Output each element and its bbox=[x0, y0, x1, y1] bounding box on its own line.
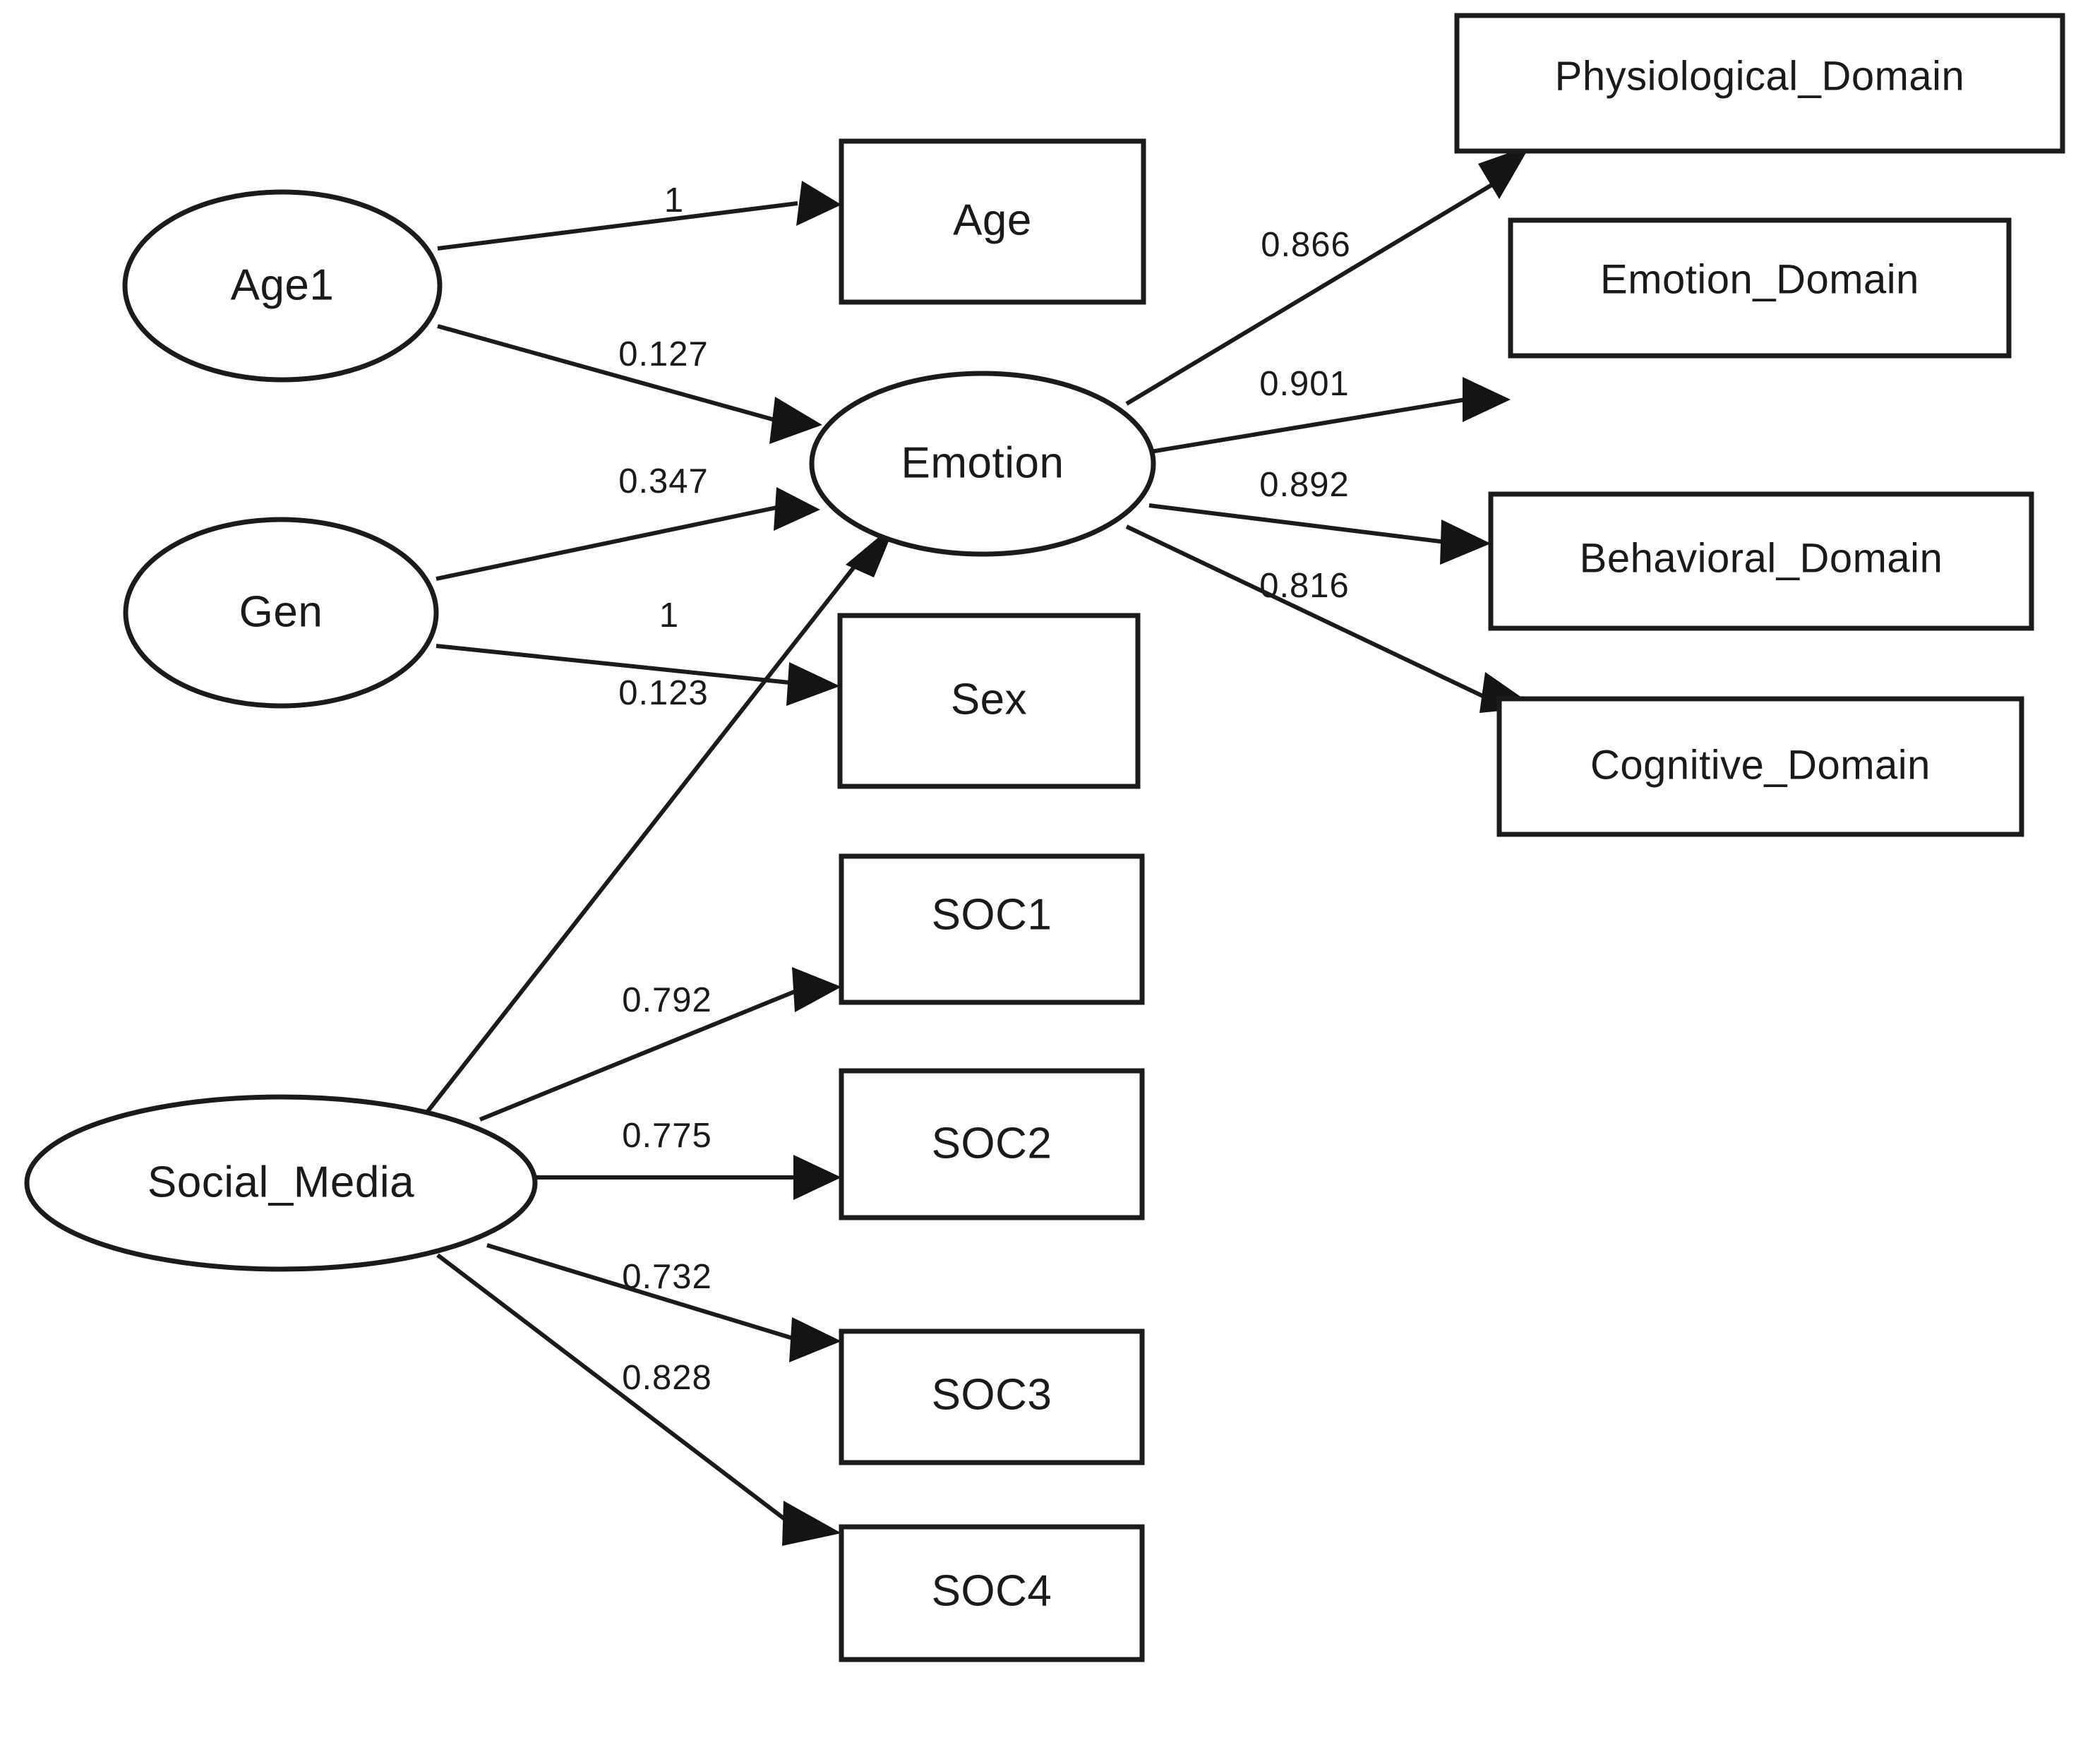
arrow-head bbox=[1463, 377, 1511, 422]
path-label-age1-to-emotion: 0.127 bbox=[618, 335, 709, 373]
age-label: Age bbox=[953, 196, 1032, 244]
path-label-socialmedia-to-soc1: 0.792 bbox=[622, 981, 712, 1019]
path-gen-to-emotion bbox=[436, 487, 820, 581]
path-label-gen-to-emotion: 0.347 bbox=[618, 462, 709, 500]
soc4-label: SOC4 bbox=[932, 1566, 1052, 1615]
soc1-label: SOC1 bbox=[932, 890, 1052, 939]
path-emotion-to-behavioral bbox=[1148, 503, 1491, 565]
node-soc2[interactable]: SOC2 bbox=[839, 1068, 1145, 1220]
path-socialmedia-to-soc3 bbox=[486, 1243, 841, 1362]
path-emotion-to-cognitive bbox=[1125, 524, 1536, 713]
soc2-box[interactable] bbox=[839, 1068, 1145, 1220]
path-label-emotion-to-behavioral: 0.892 bbox=[1259, 466, 1350, 504]
arrow-head bbox=[796, 181, 841, 226]
soc2-label: SOC2 bbox=[932, 1119, 1052, 1168]
node-emotion[interactable]: Emotion bbox=[809, 371, 1156, 557]
node-age1[interactable]: Age1 bbox=[122, 189, 443, 383]
soc1-box[interactable] bbox=[839, 853, 1145, 1005]
node-cognitive-domain[interactable]: Cognitive_Domain bbox=[1496, 696, 2024, 837]
node-emotion-domain[interactable]: Emotion_Domain bbox=[1508, 217, 2012, 359]
edge-line bbox=[436, 505, 781, 581]
path-label-emotion-to-emotiondomain: 0.901 bbox=[1259, 365, 1350, 403]
edge-line bbox=[486, 1243, 798, 1342]
node-behavioral-domain[interactable]: Behavioral_Domain bbox=[1488, 491, 2034, 631]
path-emotion-to-emotiondomain bbox=[1150, 377, 1511, 454]
social-media-ellipse[interactable] bbox=[24, 1094, 538, 1272]
arrow-head bbox=[793, 1155, 841, 1200]
sex-label: Sex bbox=[951, 675, 1027, 724]
path-gen-to-sex bbox=[436, 644, 840, 706]
physiological-domain-label: Physiological_Domain bbox=[1555, 53, 1965, 99]
path-socialmedia-to-soc4 bbox=[436, 1253, 841, 1546]
edge-line bbox=[437, 201, 798, 251]
path-label-socialmedia-to-soc4: 0.828 bbox=[622, 1359, 712, 1397]
emotion-domain-box[interactable] bbox=[1508, 217, 2012, 359]
age1-label: Age1 bbox=[231, 260, 335, 309]
behavioral-domain-label: Behavioral_Domain bbox=[1580, 535, 1943, 581]
node-gen[interactable]: Gen bbox=[123, 517, 439, 709]
edge-line bbox=[1125, 180, 1498, 406]
edge-line bbox=[1125, 524, 1505, 708]
arrow-head bbox=[786, 662, 840, 706]
path-age1-to-age bbox=[437, 181, 841, 251]
path-label-socialmedia-to-emotion: 0.123 bbox=[618, 674, 709, 712]
social-media-label: Social_Media bbox=[148, 1158, 414, 1206]
node-social-media[interactable]: Social_Media bbox=[24, 1094, 538, 1272]
age-box[interactable] bbox=[839, 138, 1146, 305]
sex-box[interactable] bbox=[837, 613, 1141, 789]
arrow-head bbox=[792, 967, 841, 1012]
edge-line bbox=[436, 644, 797, 685]
arrow-head bbox=[1478, 145, 1530, 199]
path-label-socialmedia-to-soc3: 0.732 bbox=[622, 1258, 712, 1296]
arrow-head bbox=[1440, 520, 1491, 565]
gen-label: Gen bbox=[239, 587, 323, 636]
path-label-socialmedia-to-soc2: 0.775 bbox=[622, 1117, 712, 1155]
cognitive-domain-box[interactable] bbox=[1496, 696, 2024, 837]
edge-line bbox=[437, 324, 781, 424]
arrow-head bbox=[774, 487, 820, 531]
arrow-head bbox=[789, 1317, 841, 1362]
emotion-ellipse[interactable] bbox=[809, 371, 1156, 557]
edge-line bbox=[421, 555, 865, 1118]
edge-line bbox=[436, 1253, 799, 1531]
path-label-age1-to-age: 1 bbox=[664, 181, 684, 220]
path-age1-to-emotion bbox=[437, 324, 822, 444]
arrow-head bbox=[782, 1501, 841, 1546]
age1-ellipse[interactable] bbox=[122, 189, 443, 383]
soc3-box[interactable] bbox=[839, 1328, 1145, 1465]
path-label-emotion-to-physiological: 0.866 bbox=[1261, 226, 1351, 264]
gen-ellipse[interactable] bbox=[123, 517, 439, 709]
path-label-gen-to-sex: 1 bbox=[659, 596, 679, 635]
node-soc4[interactable]: SOC4 bbox=[839, 1524, 1145, 1662]
edge-line bbox=[1150, 397, 1466, 454]
node-soc1[interactable]: SOC1 bbox=[839, 853, 1145, 1005]
cognitive-domain-label: Cognitive_Domain bbox=[1590, 742, 1931, 788]
node-sex[interactable]: Sex bbox=[837, 613, 1141, 789]
node-age[interactable]: Age bbox=[839, 138, 1146, 305]
soc3-label: SOC3 bbox=[932, 1370, 1052, 1419]
node-soc3[interactable]: SOC3 bbox=[839, 1328, 1145, 1465]
path-label-emotion-to-cognitive: 0.816 bbox=[1259, 567, 1350, 605]
soc4-box[interactable] bbox=[839, 1524, 1145, 1662]
edge-line bbox=[479, 988, 799, 1122]
node-physiological-domain[interactable]: Physiological_Domain bbox=[1454, 13, 2065, 154]
physiological-domain-box[interactable] bbox=[1454, 13, 2065, 154]
path-socialmedia-to-soc1 bbox=[479, 967, 841, 1122]
path-socialmedia-to-soc2 bbox=[535, 1155, 841, 1200]
emotion-domain-label: Emotion_Domain bbox=[1600, 256, 1919, 302]
path-emotion-to-physiological bbox=[1125, 145, 1530, 406]
arrow-head bbox=[769, 397, 822, 444]
emotion-label: Emotion bbox=[901, 438, 1064, 487]
behavioral-domain-box[interactable] bbox=[1488, 491, 2034, 631]
edge-line bbox=[1148, 503, 1446, 544]
